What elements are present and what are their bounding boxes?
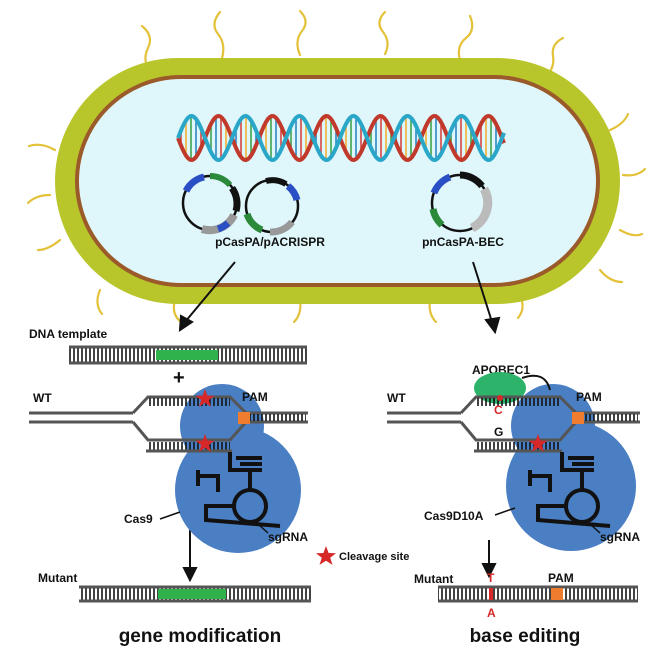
dna-strand-blue (176, 113, 506, 163)
mutant-dna-left (79, 585, 311, 603)
pam-label-left: PAM (242, 390, 268, 404)
plasmid-right-label: pnCasPA-BEC (422, 235, 504, 249)
cleavage-site-star (316, 546, 336, 565)
g-base-label: G (494, 425, 503, 439)
sgrna-structure-left (196, 452, 281, 528)
apobec-linker (521, 374, 551, 391)
cas9-label: Cas9 (124, 512, 153, 526)
plasmid-pncaspa-bec (429, 171, 493, 233)
pam-box-left (238, 412, 250, 424)
gene-modification-title: gene modification (119, 626, 282, 647)
dna-template (69, 345, 307, 365)
cleavage-site-label: Cleavage site (339, 551, 409, 563)
plasmid-left-label: pCasPA/pACRISPR (215, 235, 325, 249)
t-base-label: T (487, 571, 495, 585)
mutant-label-left: Mutant (38, 571, 77, 585)
wt-dna-bubble-right (387, 395, 640, 453)
base-editing-panel: APOBEC1 WT PAM C G (387, 363, 640, 647)
wt-label-left: WT (33, 391, 52, 405)
process-arrows (178, 261, 501, 583)
mutant-label-right: Mutant (414, 572, 453, 586)
c-base-label: C (494, 403, 503, 417)
wt-dna-bubble (29, 395, 308, 453)
a-base-label: A (487, 606, 496, 620)
plasmid-pacrispr (243, 177, 301, 236)
nick-star (528, 434, 548, 452)
cleavage-star-top-left (195, 389, 215, 407)
dna-template-label: DNA template (29, 327, 108, 341)
mutant-pam-label: PAM (548, 571, 574, 585)
cytoplasm (79, 79, 596, 283)
mutant-dna-right (438, 585, 638, 603)
base-editing-title: base editing (470, 626, 581, 647)
sgrna-structure-right (528, 452, 611, 528)
cleavage-star-bottom-left (195, 434, 215, 452)
pam-box-right (572, 412, 584, 424)
pam-label-right: PAM (576, 390, 602, 404)
plasmid-pcaspa (181, 173, 241, 235)
plus-sign: + (173, 367, 185, 389)
sgrna-label-right: sgRNA (600, 530, 640, 544)
cas9d10a-label: Cas9D10A (424, 509, 484, 523)
target-base-dot (497, 395, 503, 401)
wt-label-right: WT (387, 391, 406, 405)
apobec1-label: APOBEC1 (472, 363, 530, 377)
bacterium: pCasPA/pACRISPR pnCasPA-BEC (26, 9, 647, 324)
gene-modification-panel: DNA template + WT PAM (29, 327, 409, 647)
sgrna-label-left: sgRNA (268, 530, 308, 544)
chromosomal-dna (176, 113, 506, 163)
